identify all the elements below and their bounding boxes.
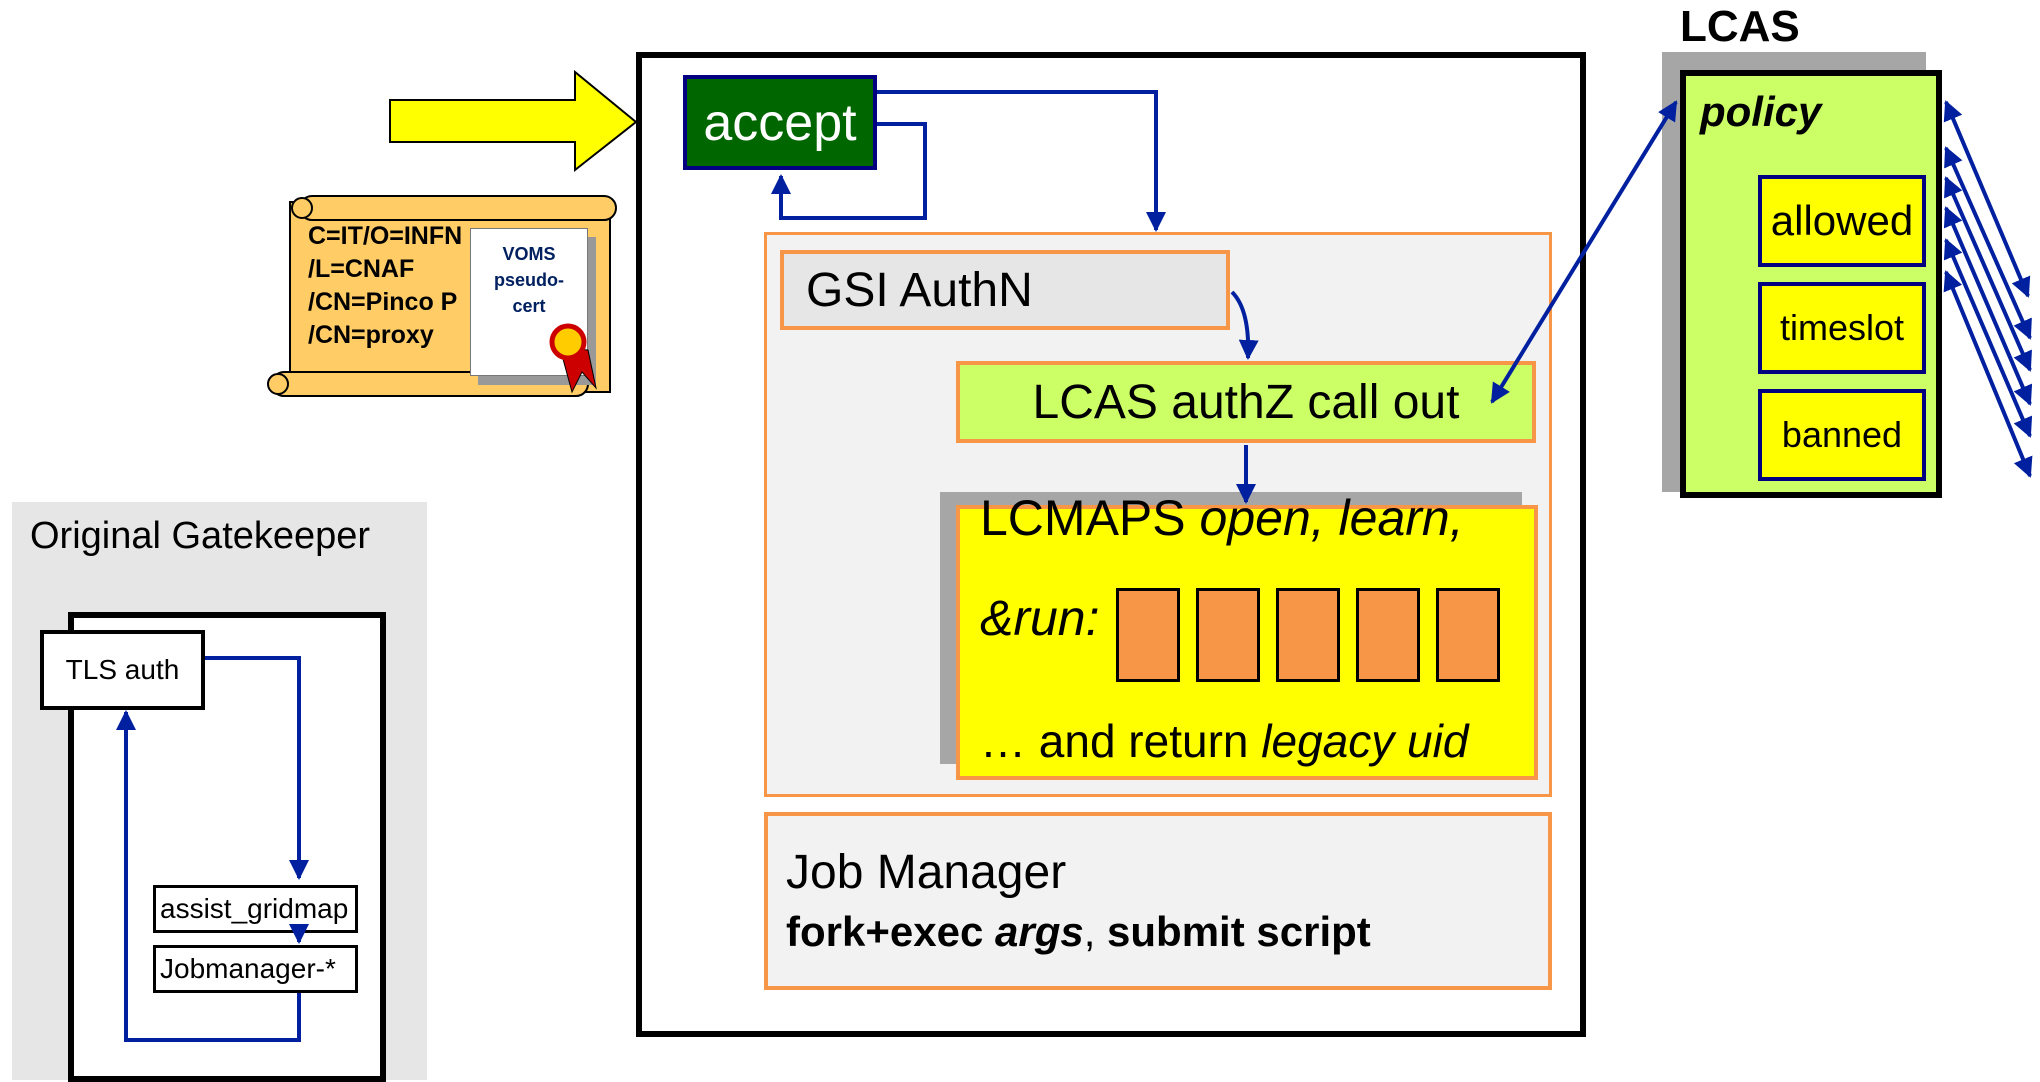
job-manager-title: Job Manager bbox=[786, 846, 1067, 899]
jm-comma: , bbox=[1083, 908, 1096, 955]
cert-line: /CN=Pinco P bbox=[308, 288, 458, 316]
lcmaps-plugin bbox=[1116, 588, 1180, 682]
rule-timeslot: timeslot bbox=[1758, 282, 1926, 374]
voms-line: pseudo- bbox=[494, 270, 564, 290]
job-manager-box bbox=[764, 812, 1552, 990]
lcas-fan-arrow bbox=[1943, 270, 2033, 478]
lcmaps-plugin bbox=[1356, 588, 1420, 682]
gsi-to-lcas-arrow bbox=[1230, 290, 1259, 360]
jm-submit-script: submit script bbox=[1107, 908, 1371, 955]
lcas-title: LCAS bbox=[1680, 2, 1800, 51]
lcmaps-return-prefix: … and return bbox=[980, 715, 1249, 767]
lcmaps-plugin bbox=[1196, 588, 1260, 682]
assist-gridmap-box: assist_gridmap bbox=[153, 885, 358, 933]
rule-allowed: allowed bbox=[1758, 175, 1926, 267]
jobmanager-box: Jobmanager-* bbox=[153, 945, 358, 993]
policy-label: policy bbox=[1700, 88, 1822, 135]
cert-line: /CN=proxy bbox=[308, 321, 434, 349]
cert-line: /L=CNAF bbox=[308, 255, 415, 283]
tls-to-assist-arrow bbox=[205, 656, 309, 880]
callout-to-lcas-policy-arrow bbox=[1490, 100, 1678, 404]
tls-auth-box: TLS auth bbox=[40, 630, 205, 710]
jobmanager-return-arrow bbox=[116, 710, 301, 1042]
seal-ribbon-icon bbox=[549, 323, 597, 394]
accept-loop-arrow bbox=[771, 122, 927, 220]
lcmaps-plugin bbox=[1436, 588, 1500, 682]
lcmaps-return-value: legacy uid bbox=[1261, 715, 1469, 767]
voms-line: VOMS bbox=[502, 244, 556, 264]
original-gatekeeper-title: Original Gatekeeper bbox=[30, 515, 371, 557]
jm-args: args bbox=[994, 908, 1084, 955]
voms-line: cert bbox=[512, 296, 546, 316]
jm-fork-exec: fork+exec bbox=[786, 908, 984, 955]
lcmaps-name: LCMAPS bbox=[980, 490, 1186, 546]
certificate-subject-text: C=IT/O=INFN /L=CNAF /CN=Pinco P /CN=prox… bbox=[308, 220, 462, 352]
rule-banned: banned bbox=[1758, 389, 1926, 481]
accept-to-authn-arrow bbox=[877, 90, 1166, 232]
input-arrow bbox=[389, 69, 638, 173]
gsi-authn-box: GSI AuthN bbox=[780, 250, 1230, 330]
job-manager-subtitle: fork+exec args, submit script bbox=[786, 908, 1371, 956]
lcmaps-return-text: … and return legacy uid bbox=[980, 715, 1468, 767]
lcmaps-plugin bbox=[1276, 588, 1340, 682]
lcas-authz-callout-box: LCAS authZ call out bbox=[956, 361, 1536, 443]
lcmaps-heading: LCMAPS open, learn, bbox=[980, 490, 1464, 546]
lcmaps-run-label: &run: bbox=[980, 590, 1100, 646]
accept-box: accept bbox=[683, 75, 877, 170]
cert-line: C=IT/O=INFN bbox=[308, 222, 463, 250]
